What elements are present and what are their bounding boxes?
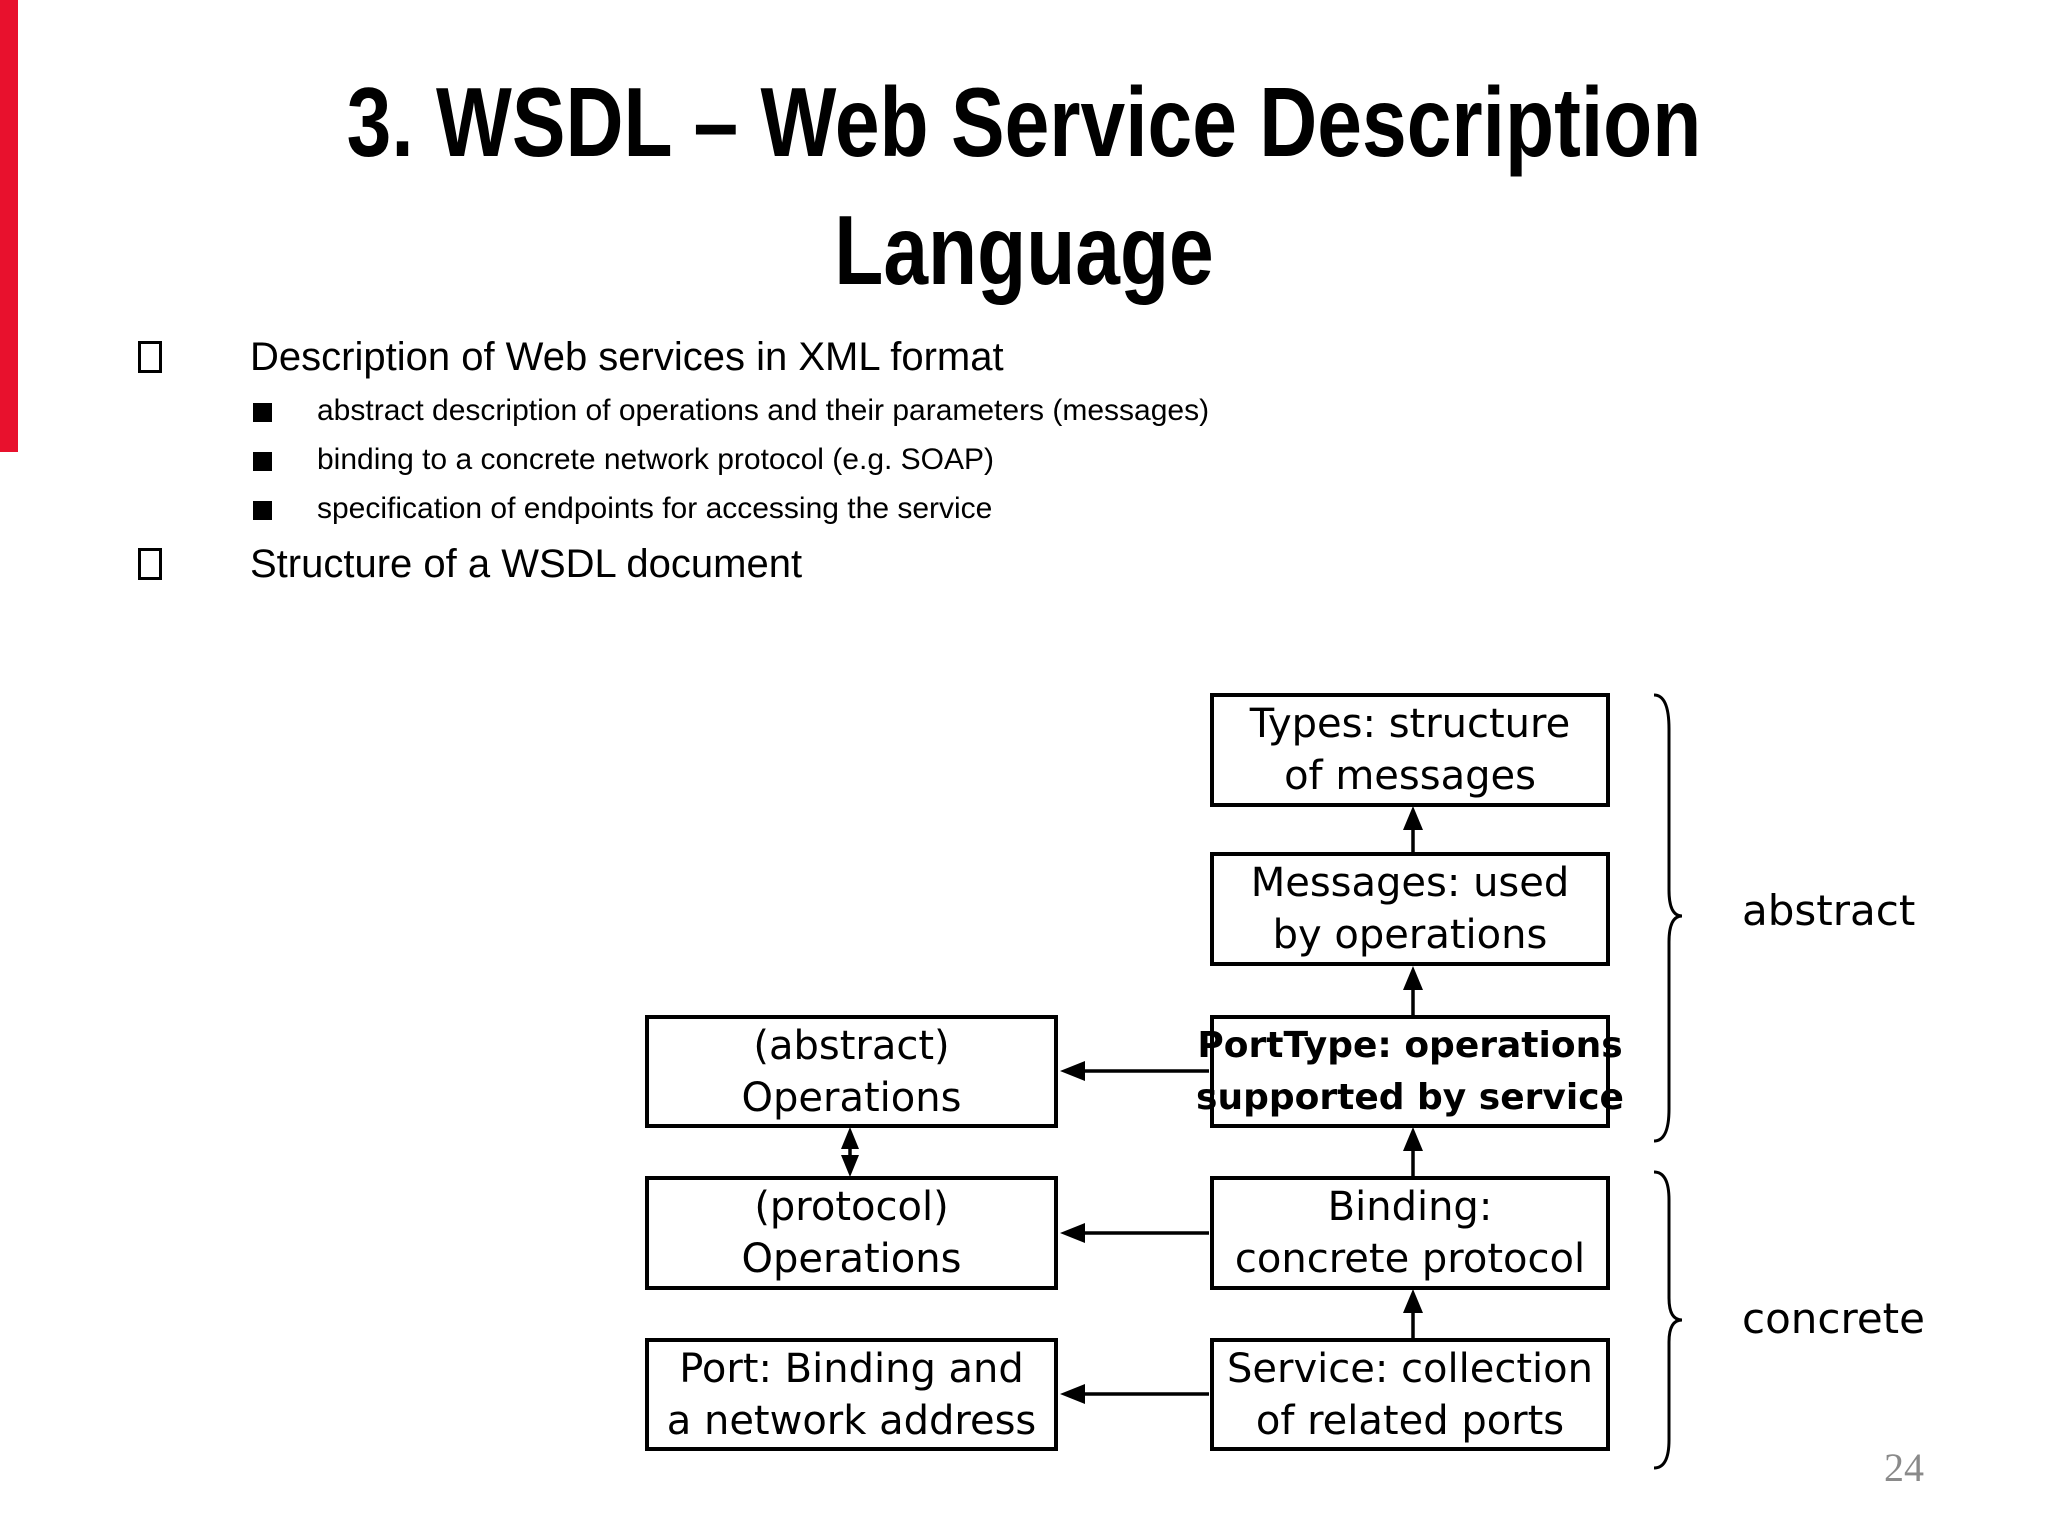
concrete-group-label: concrete: [1742, 1294, 1925, 1343]
box-text: of messages: [1284, 753, 1536, 799]
box-text: a network address: [666, 1397, 1037, 1444]
slide-title: 3. WSDL – Web Service Description Langua…: [184, 58, 1863, 314]
bullet-text: abstract description of operations and t…: [317, 394, 1210, 427]
diagram-box-porttype: PortType: operations supported by servic…: [1196, 1015, 1624, 1128]
box-text: Types: structure: [1249, 701, 1571, 747]
box-text: (protocol): [754, 1184, 949, 1230]
arrowhead-up-icon: [1403, 966, 1423, 990]
arrowhead-up-icon: [1403, 806, 1423, 830]
diagram-box-binding: Binding: concrete protocol: [1210, 1176, 1610, 1290]
arrowhead-up-icon: [841, 1127, 859, 1149]
diagram-box-service: Service: collection of related ports: [1210, 1338, 1610, 1451]
arrowhead-up-icon: [1403, 1127, 1423, 1151]
diagram-box-types: Types: structure of messages: [1210, 693, 1610, 807]
page-number: 24: [1884, 1445, 1924, 1490]
arrowhead-left-icon: [1060, 1384, 1085, 1404]
box-text: by operations: [1272, 912, 1548, 958]
bullet-item: specification of endpoints for accessing…: [253, 491, 992, 527]
abstract-group-label: abstract: [1742, 886, 1916, 935]
bullet-tofu-icon: [138, 548, 162, 580]
bullet-item: binding to a concrete network protocol (…: [253, 442, 994, 478]
arrowhead-up-icon: [1403, 1289, 1423, 1313]
arrowhead-down-icon: [841, 1155, 859, 1177]
bullet-item: Description of Web services in XML forma…: [138, 334, 1004, 380]
diagram-box-abstract-operations: (abstract) Operations: [645, 1015, 1058, 1128]
slide-title-line2: Language: [834, 195, 1214, 305]
box-text: supported by service: [1196, 1076, 1624, 1118]
bullet-square-icon: [253, 500, 272, 520]
arrowhead-left-icon: [1060, 1061, 1085, 1081]
box-text: Messages: used: [1250, 860, 1570, 906]
bullet-square-icon: [253, 402, 272, 422]
bullet-item: abstract description of operations and t…: [253, 393, 1209, 429]
concrete-group-brace: [1653, 1170, 1683, 1470]
bullet-square-icon: [253, 451, 272, 471]
box-text: Operations: [741, 1074, 962, 1121]
bullet-text: binding to a concrete network protocol (…: [317, 443, 995, 476]
box-text: Binding:: [1327, 1184, 1493, 1230]
bullet-item: Structure of a WSDL document: [138, 541, 802, 587]
slide-title-line1: 3. WSDL – Web Service Description: [346, 67, 1702, 177]
box-text: of related ports: [1255, 1397, 1565, 1444]
box-text: PortType: operations: [1197, 1024, 1623, 1066]
diagram-box-messages: Messages: used by operations: [1210, 852, 1610, 966]
box-text: concrete protocol: [1234, 1236, 1586, 1282]
bullet-text: Description of Web services in XML forma…: [250, 334, 1004, 379]
left-accent-bar: [0, 0, 18, 452]
bullet-text: Structure of a WSDL document: [250, 541, 803, 586]
bullet-tofu-icon: [138, 341, 162, 373]
bullet-text: specification of endpoints for accessing…: [317, 492, 993, 525]
box-text: Operations: [741, 1236, 962, 1282]
box-text: (abstract): [753, 1022, 950, 1069]
diagram-box-port: Port: Binding and a network address: [645, 1338, 1058, 1451]
arrowhead-left-icon: [1060, 1223, 1085, 1243]
abstract-group-brace: [1653, 693, 1683, 1143]
diagram-box-protocol-operations: (protocol) Operations: [645, 1176, 1058, 1290]
box-text: Port: Binding and: [679, 1345, 1024, 1392]
box-text: Service: collection: [1227, 1345, 1593, 1392]
